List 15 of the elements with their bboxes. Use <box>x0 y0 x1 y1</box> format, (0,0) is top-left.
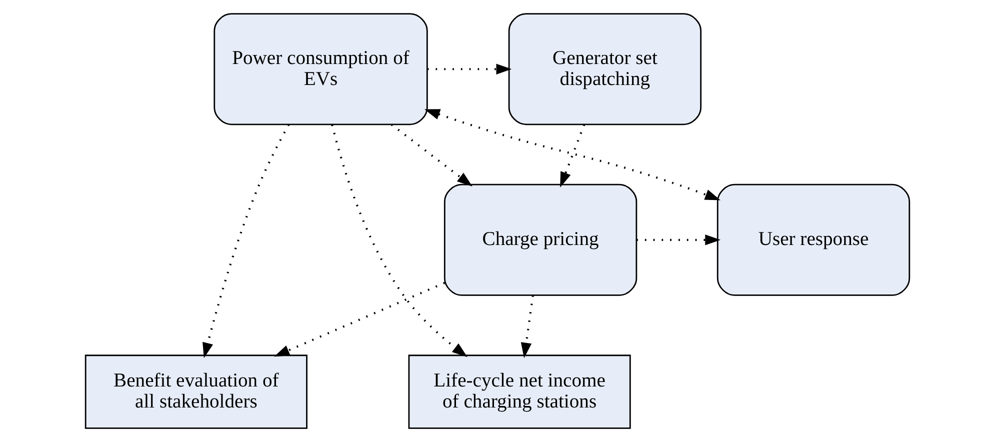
arrow <box>274 282 445 357</box>
node-box: Generator set dispatching <box>508 13 702 126</box>
arrow <box>202 124 290 358</box>
arrow <box>636 234 720 246</box>
arrow <box>426 64 512 75</box>
node-box: Power consumption of EVs <box>213 13 428 126</box>
node-box: Charge pricing <box>443 184 637 296</box>
arrow <box>424 109 720 200</box>
arrow <box>390 124 472 186</box>
arrow <box>560 124 585 188</box>
node-box: Benefit evaluation of all stakeholders <box>84 354 307 429</box>
arrow <box>520 295 534 358</box>
node-box: User response <box>716 184 910 296</box>
arrow <box>330 124 467 358</box>
node-box: Life-cycle net income of charging stations <box>408 354 630 429</box>
